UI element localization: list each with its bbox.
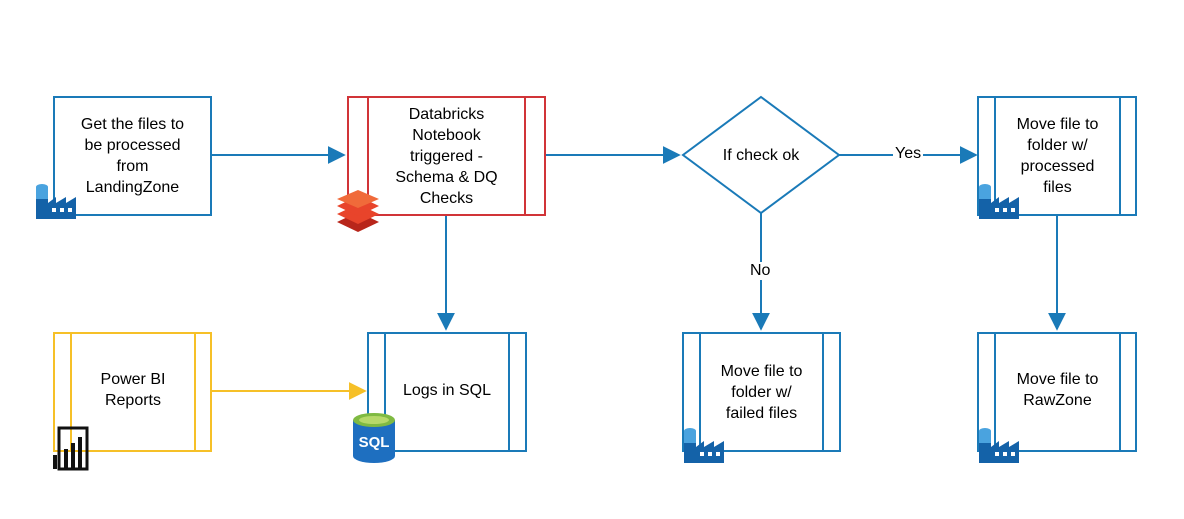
data-factory-icon <box>684 428 724 463</box>
node-check-diamond[interactable] <box>681 95 841 215</box>
move-rawzone-label: Move file to RawZone <box>1016 371 1099 409</box>
node-get-files-box[interactable] <box>53 96 212 216</box>
data-factory-icon <box>979 184 1019 219</box>
data-factory-icon <box>36 184 76 219</box>
connectors <box>211 146 1066 400</box>
node-move-failed-box[interactable] <box>682 332 841 452</box>
node-power-bi-box[interactable] <box>53 332 212 452</box>
power-bi-icon <box>53 426 89 471</box>
node-notebook-box[interactable] <box>347 96 546 216</box>
get-files-label: Get the files to be processed from Landi… <box>80 116 185 196</box>
move-processed-label: Move file to folder w/ processed files <box>1016 116 1099 196</box>
node-move-rawzone-box[interactable] <box>977 332 1137 452</box>
databricks-icon <box>337 190 379 232</box>
power-bi-label: Power BI Reports <box>100 371 166 409</box>
edge-label-yes: Yes <box>893 145 924 163</box>
sql-database-icon: SQL <box>353 413 395 463</box>
logs-sql-label: Logs in SQL <box>402 381 492 399</box>
move-failed-label: Move file to folder w/ failed files <box>720 362 803 422</box>
sql-icon-text: SQL <box>359 434 390 451</box>
check-label: If check ok <box>722 146 800 164</box>
edge-label-no: No <box>748 262 773 280</box>
notebook-label: Databricks Notebook triggered - Schema &… <box>395 105 498 207</box>
data-factory-icon <box>979 428 1019 463</box>
node-move-processed-box[interactable] <box>977 96 1137 216</box>
